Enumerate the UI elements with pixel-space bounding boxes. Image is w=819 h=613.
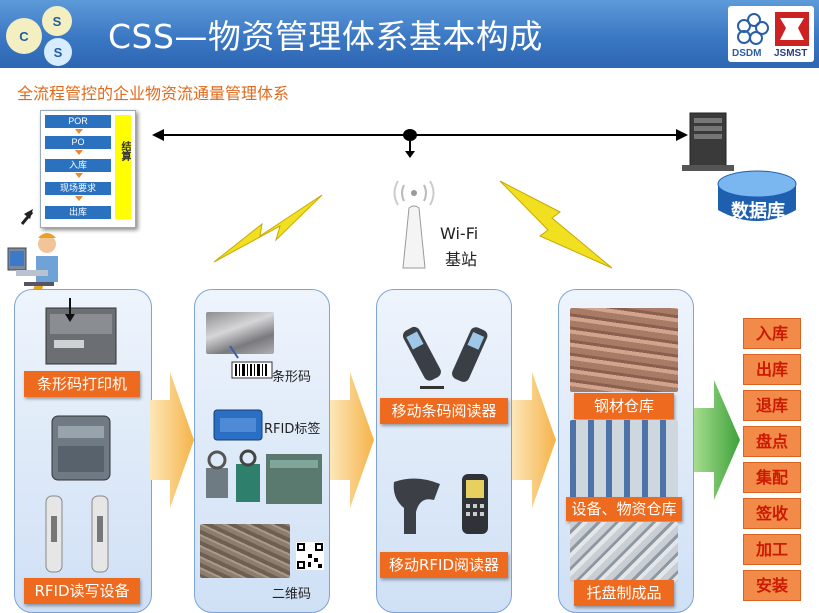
right-arrowhead-icon	[676, 129, 688, 141]
css-logo: C S S	[4, 4, 94, 66]
pallet-goods-photo	[570, 522, 678, 582]
flow-arrow-3-icon	[512, 372, 556, 508]
op-receipt: 签收	[743, 498, 801, 529]
logo-bubble-s1: S	[42, 6, 72, 36]
valves-equipment-photo	[206, 449, 322, 504]
database-label: 数据库	[731, 201, 785, 222]
step-po: PO	[45, 136, 111, 149]
settlement-bar: 结算	[115, 115, 131, 219]
op-processing: 加工	[743, 534, 801, 565]
qr-code-icon	[296, 542, 324, 570]
step-inbound: 入库	[45, 159, 111, 172]
subtitle: 全流程管控的企业物资流通量管理体系	[17, 84, 290, 103]
down-arrow-icon	[75, 150, 83, 155]
rfid-gate-icon	[45, 495, 109, 573]
rfid-tag-note: RFID标签	[264, 422, 321, 437]
flow-arrow-2-icon	[330, 372, 374, 508]
lightning-right-icon	[499, 180, 613, 269]
barcode-icon	[229, 345, 273, 379]
step-site-request: 现场要求	[45, 182, 111, 195]
op-installation: 安装	[743, 570, 801, 601]
lightning-left-icon	[213, 194, 323, 263]
process-flow-chart: POR PO 入库 现场要求 出库 结算	[40, 110, 136, 228]
logo-text-jsmst: JSMST	[774, 48, 808, 59]
qr-note: 二维码	[272, 587, 312, 602]
rfid-tag-icon	[213, 409, 263, 441]
network-layer	[7, 112, 797, 298]
barcode-note: 条形码	[272, 370, 312, 385]
down-arrow-icon	[75, 173, 83, 178]
steel-warehouse-label: 钢材仓库	[574, 393, 674, 419]
mobile-rfid-reader-icon	[393, 474, 488, 534]
page-title: CSS—物资管理体系基本构成	[108, 17, 543, 56]
down-arrow-icon	[75, 129, 83, 134]
barcode-reader-label: 移动条码阅读器	[380, 398, 508, 424]
output-arrow-icon	[694, 380, 740, 500]
op-outbound: 出库	[743, 354, 801, 385]
op-inbound: 入库	[743, 318, 801, 349]
down-arrow-icon	[75, 196, 83, 201]
steel-plate-photo	[206, 312, 274, 354]
barcode-printer-icon	[45, 298, 117, 365]
flower-logo-icon	[737, 12, 809, 46]
server-icon	[682, 112, 734, 171]
left-arrowhead-icon	[152, 129, 164, 141]
rfid-reader-label: 移动RFID阅读器	[380, 552, 508, 578]
flow-arrow-1-icon	[150, 372, 194, 508]
steel-warehouse-photo	[570, 308, 678, 392]
op-consolidation: 集配	[743, 462, 801, 493]
rfid-reader-device-icon	[51, 415, 111, 481]
logo-text-dsdm: DSDM	[732, 48, 762, 59]
op-return: 退库	[743, 390, 801, 421]
network-node-icon	[403, 129, 417, 141]
pipes-photo	[200, 524, 290, 578]
step-por: POR	[45, 115, 111, 128]
equipment-warehouse-photo	[570, 420, 678, 502]
equipment-warehouse-label: 设备、物资仓库	[566, 497, 682, 521]
step-outbound: 出库	[45, 206, 111, 219]
mobile-barcode-reader-icon	[402, 326, 488, 389]
pallet-goods-label: 托盘制成品	[574, 580, 674, 606]
wifi-label-line2: 基站	[445, 250, 478, 269]
rfid-device-label: RFID读写设备	[24, 578, 140, 604]
title-bar	[0, 0, 819, 68]
wifi-antenna-icon	[393, 180, 435, 269]
logo-bubble-s2: S	[44, 38, 72, 66]
op-inventory-count: 盘点	[743, 426, 801, 457]
settlement-label: 结算	[119, 141, 130, 161]
database-icon	[717, 170, 797, 221]
wifi-label-line1: Wi-Fi	[440, 224, 479, 243]
printer-label: 条形码打印机	[24, 371, 140, 397]
company-logos: DSDM JSMST	[728, 6, 814, 62]
logo-bubble-c: C	[6, 18, 42, 54]
down-arrowhead-icon	[405, 151, 415, 158]
